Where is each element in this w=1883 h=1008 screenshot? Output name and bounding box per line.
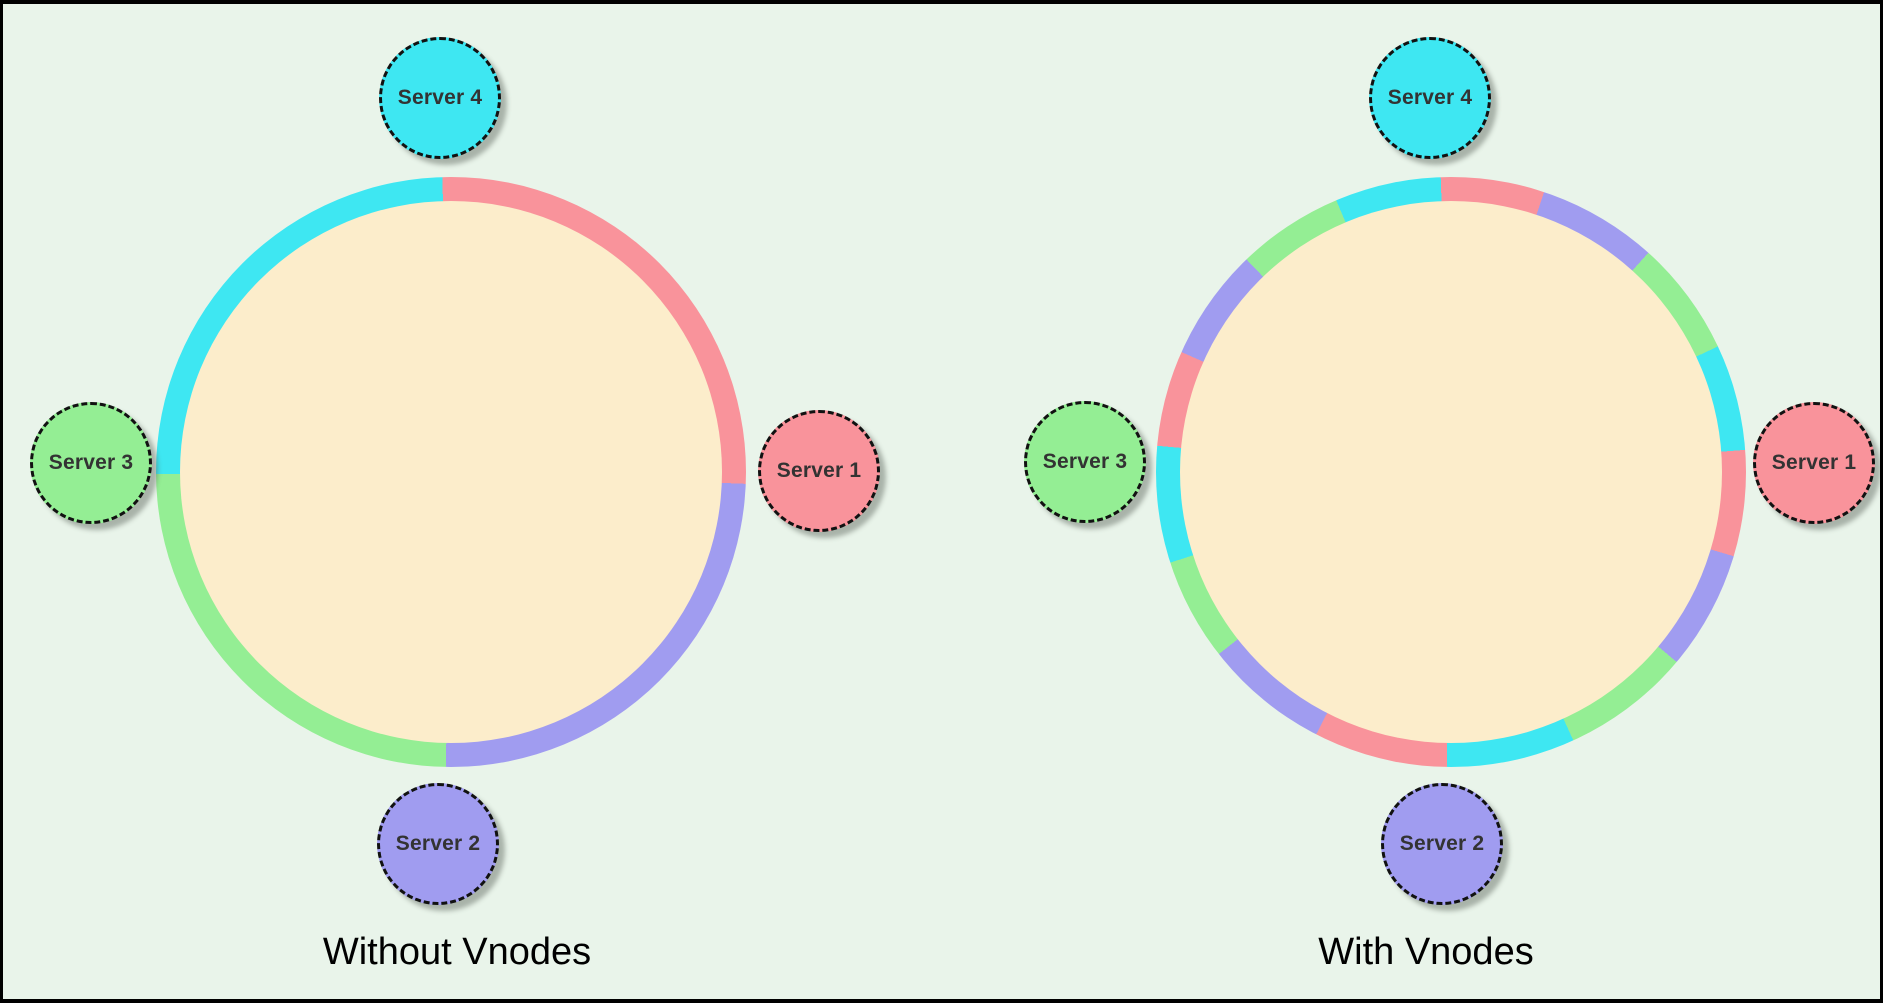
hash-ring-without-vnodes [156,177,746,767]
server-node-4: Server 4 [379,37,501,159]
server-node-label: Server 4 [397,86,483,109]
diagram-caption-with-vnodes: With Vnodes [1318,931,1534,973]
server-node-label: Server 3 [48,451,134,474]
server-node-1: Server 1 [758,410,880,532]
hash-ring-fill [1180,201,1722,743]
server-node-3: Server 3 [30,402,152,524]
server-node-2: Server 2 [377,783,499,905]
server-node-3: Server 3 [1024,401,1146,523]
server-node-2: Server 2 [1381,783,1503,905]
server-node-label: Server 1 [1771,451,1857,474]
hash-ring-fill [180,201,722,743]
server-node-1: Server 1 [1753,402,1875,524]
server-node-4: Server 4 [1369,37,1491,159]
server-node-label: Server 2 [1399,832,1485,855]
diagram-caption-without-vnodes: Without Vnodes [322,931,592,973]
hash-ring-with-vnodes [1156,177,1746,767]
server-node-label: Server 3 [1042,450,1128,473]
server-node-label: Server 2 [395,832,481,855]
server-node-label: Server 4 [1387,86,1473,109]
server-node-label: Server 1 [776,459,862,482]
